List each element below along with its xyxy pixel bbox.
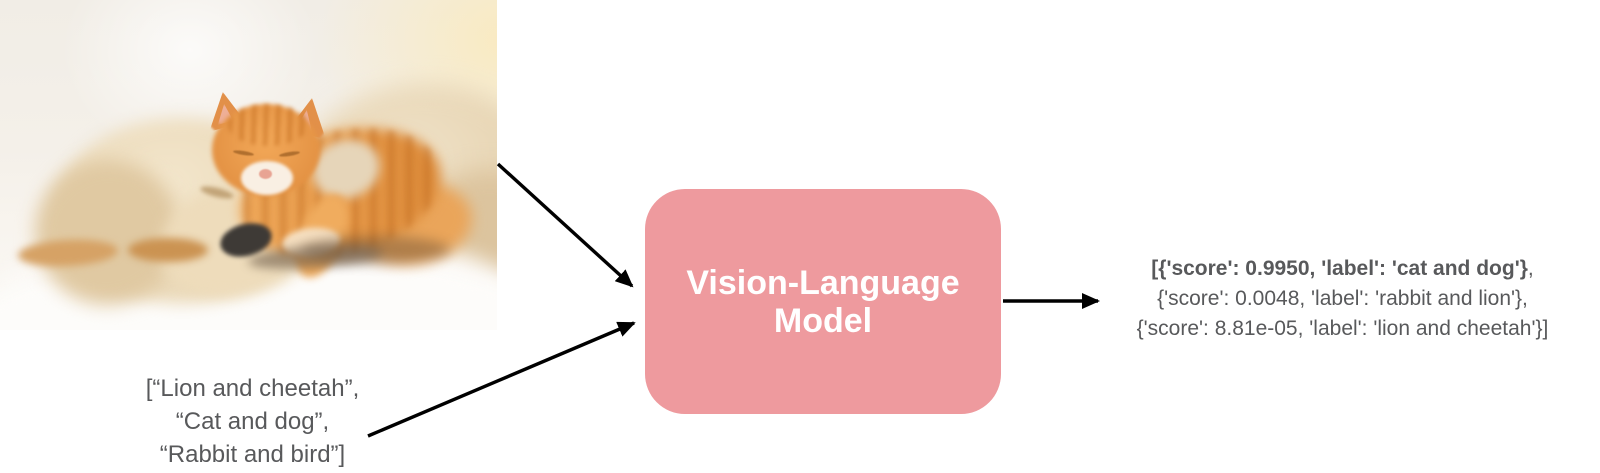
candidate-label-line: “Cat and dog”, — [175, 408, 330, 435]
output-result-1: [{'score': 0.9950, 'label': 'cat and dog… — [1085, 254, 1600, 284]
kitten-nose — [259, 169, 272, 179]
output-result-3: {'score': 8.81e-05, 'label': 'lion and c… — [1136, 317, 1549, 340]
output-line1-comma: , — [1527, 257, 1534, 280]
kitten-head-stripes — [228, 104, 308, 146]
candidate-labels-list: [“Lion and cheetah”, “Cat and dog”, “Rab… — [95, 372, 410, 471]
model-label-line2: Model — [773, 301, 873, 340]
vision-language-model-node: Vision-Language Model — [645, 189, 1001, 414]
arrow-prompts-to-model — [367, 321, 636, 438]
output-top-score: [{'score': 0.9950, 'label': 'cat and dog… — [1151, 257, 1528, 280]
arrow-image-to-model — [496, 162, 634, 288]
pets-photo — [0, 0, 497, 330]
dog-paw-left-2 — [128, 238, 208, 262]
model-output-text: [{'score': 0.9950, 'label': 'cat and dog… — [1085, 254, 1600, 344]
candidate-label-line: [“Lion and cheetah”, — [145, 375, 360, 402]
candidate-label-line: “Rabbit and bird”] — [159, 441, 346, 468]
model-label-line1: Vision-Language — [686, 263, 960, 302]
output-result-2: {'score': 0.0048, 'label': 'rabbit and l… — [1157, 287, 1528, 310]
